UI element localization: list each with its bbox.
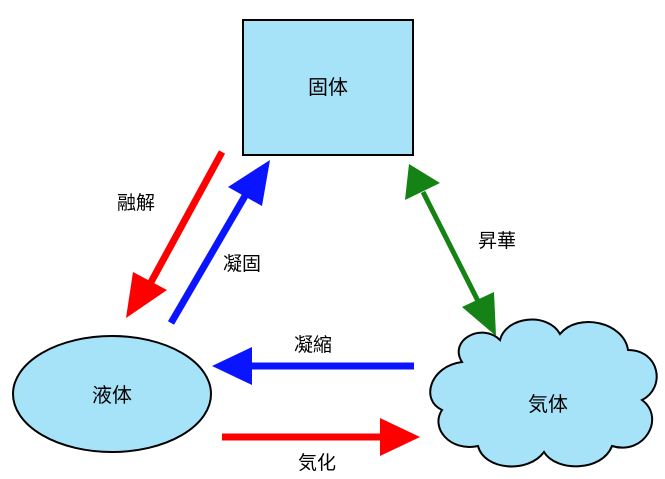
deposition-label: 凝縮 [294,334,332,356]
liquid-node: 液体 [12,335,212,453]
vaporization-label: 気化 [298,452,336,474]
solid-label: 固体 [308,75,348,99]
deposition-arrow [212,347,414,385]
liquid-ellipse [12,335,212,453]
gas-cloud [429,318,658,468]
solid-node: 固体 [242,19,414,156]
freezing-label: 凝固 [223,253,261,275]
gas-node: 気体 [429,318,658,468]
sublimation-arrow [405,164,496,336]
liquid-label: 液体 [92,383,132,407]
solid-box [242,19,414,156]
freezing-arrow [167,160,270,325]
vaporization-arrow [222,418,420,456]
melting-label: 融解 [117,192,155,214]
sublimation-label: 昇華 [478,230,516,252]
melting-arrow [126,150,226,318]
gas-label: 気体 [528,392,568,416]
